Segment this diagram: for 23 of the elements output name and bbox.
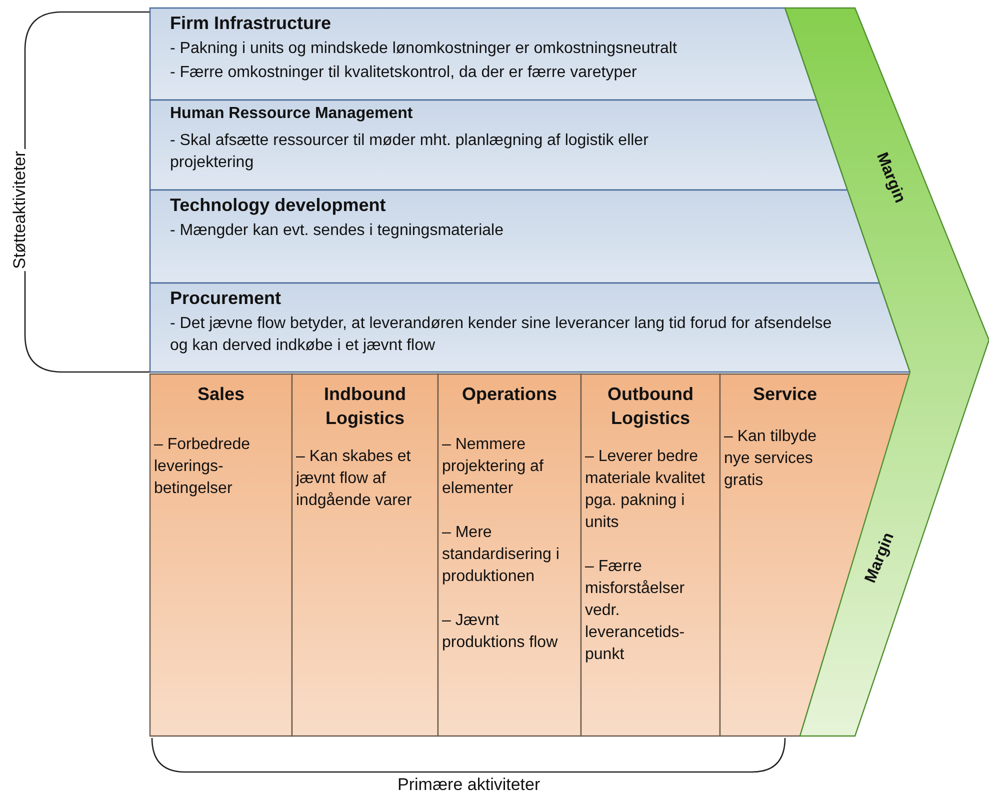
- margin-label: Margin: [872, 150, 908, 206]
- bullet-text: - Pakning i units og mindskede lønomkostninger er omkostningsneutralt: [170, 39, 678, 59]
- bullet-text: – Kan tilbyde nye services gratis: [724, 427, 818, 491]
- bullet-text: - Skal afsætte ressourcer til møder mht. planlægning af logistik eller projektering: [170, 131, 650, 173]
- activity-heading: Human Ressource Management: [170, 105, 413, 123]
- bullet-text: – Mere standardisering i produktionen: [442, 523, 560, 587]
- activity-heading: Outbound Logistics: [606, 383, 694, 430]
- activity-heading: Procurement: [170, 288, 282, 309]
- bullet-text: – Leverer bedre materiale kvalitet pga. pakning i units: [585, 447, 706, 533]
- bullet-text: - Mængder kan evt. sendes i tegningsmateriale: [170, 221, 505, 241]
- bullet-text: – Jævnt produktions flow: [442, 611, 559, 653]
- activity-heading: Firm Infrastructure: [170, 13, 332, 34]
- bullet-text: – Nemmere projektering af elementer: [442, 435, 544, 499]
- bullet-text: – Kan skabes et jævnt flow af indgående varer: [296, 447, 413, 511]
- bullet-text: - Det jævne flow betyder, at leverandøren kender sine leverancer lang tid forud for afsendelse og kan derved indkøbe i et jævnt flow: [170, 314, 833, 356]
- activity-heading: Operations: [460, 383, 558, 406]
- bullet-text: - Færre omkostninger til kvalitetskontrol, da der er færre varetyper: [170, 63, 638, 83]
- bullet-text: – Færre misforståelser vedr. leverancetids-punkt: [585, 557, 686, 665]
- activity-heading: Technology development: [170, 195, 386, 216]
- activity-heading: Indbound Logistics: [323, 383, 407, 430]
- activity-heading: Service: [752, 383, 818, 406]
- bullet-text: – Forbedrede leverings-betingelser: [154, 435, 252, 499]
- activity-heading: Sales: [196, 383, 246, 406]
